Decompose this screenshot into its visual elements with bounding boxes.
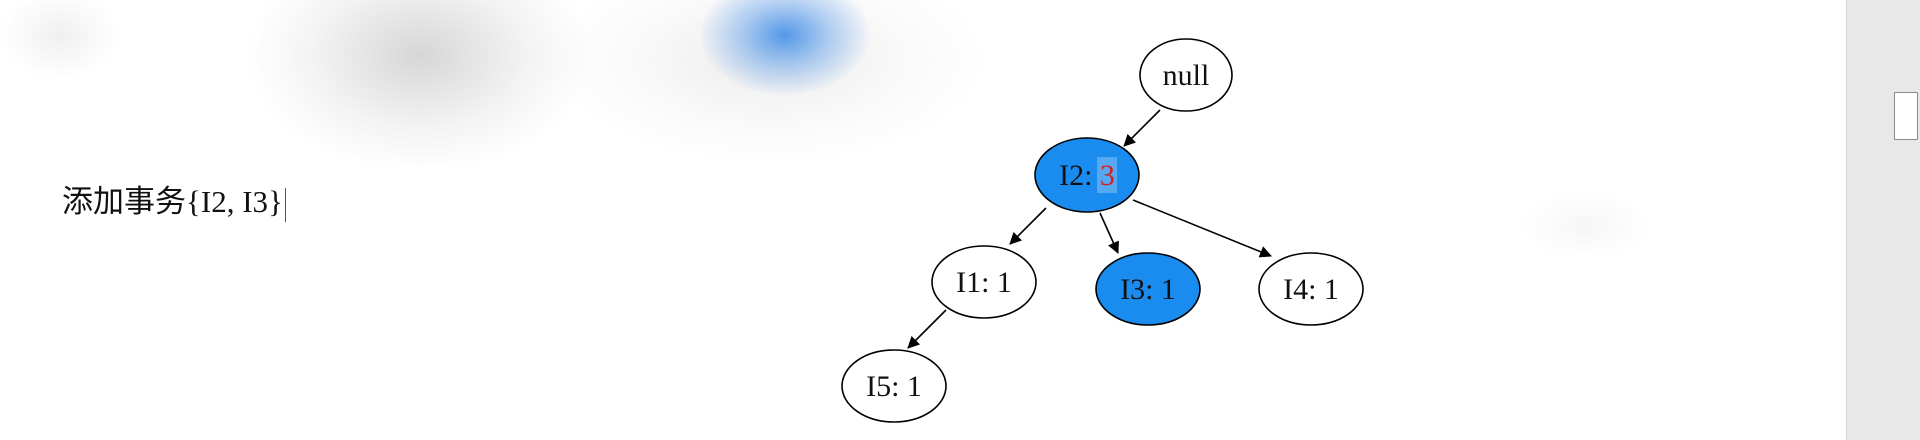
node-ellipse	[1139, 38, 1233, 112]
document-text-line[interactable]: 添加事务{I2, I3}	[62, 182, 286, 222]
node-item: I1:	[956, 266, 997, 299]
node-ellipse	[931, 245, 1037, 319]
node-count: 1	[1324, 273, 1339, 306]
scrollbar-thumb[interactable]	[1894, 92, 1918, 140]
node-ellipse	[1095, 252, 1201, 326]
tree-node-i2: I2: 3	[1034, 137, 1140, 213]
edge-i2-to-i1	[1009, 207, 1047, 245]
node-label: I3: 1	[1120, 273, 1176, 306]
count-selection-highlight	[1097, 157, 1117, 193]
node-item: I3:	[1120, 273, 1161, 306]
blurred-header-image	[0, 0, 1010, 172]
node-label: I1: 1	[956, 266, 1012, 299]
node-item: I2:	[1059, 159, 1100, 192]
tree-node-i4: I4: 1	[1258, 252, 1364, 326]
tree-node-i3: I3: 1	[1095, 252, 1201, 326]
blur-blob	[1520, 190, 1650, 260]
edge-i2-to-i4	[1132, 199, 1272, 258]
node-ellipse	[1258, 252, 1364, 326]
edge-i1-to-i5	[907, 309, 947, 349]
vertical-scrollbar[interactable]	[1846, 0, 1920, 440]
tree-node-i1: I1: 1	[931, 245, 1037, 319]
node-label: I5: 1	[866, 370, 922, 403]
node-ellipse	[841, 349, 947, 423]
node-count: 1	[1161, 273, 1176, 306]
node-count: 1	[997, 266, 1012, 299]
node-ellipse	[1034, 137, 1140, 213]
edges-layer	[907, 109, 1272, 349]
tree-node-i5: I5: 1	[841, 349, 947, 423]
blur-blob-blue	[700, 0, 870, 95]
node-item: I5:	[866, 370, 907, 403]
node-count: 3	[1100, 159, 1115, 192]
edge-i2-to-i3	[1099, 212, 1119, 254]
tree-node-null: null	[1139, 38, 1233, 112]
transaction-text: 添加事务{I2, I3}	[62, 184, 283, 219]
node-label: I2: 3	[1059, 159, 1115, 192]
node-label: I4: 1	[1283, 273, 1339, 306]
edge-null-to-i2	[1123, 109, 1161, 147]
blur-blob	[0, 0, 120, 80]
node-count: 1	[907, 370, 922, 403]
node-item: I4:	[1283, 273, 1324, 306]
node-label: null	[1163, 59, 1210, 92]
text-cursor	[284, 187, 286, 222]
